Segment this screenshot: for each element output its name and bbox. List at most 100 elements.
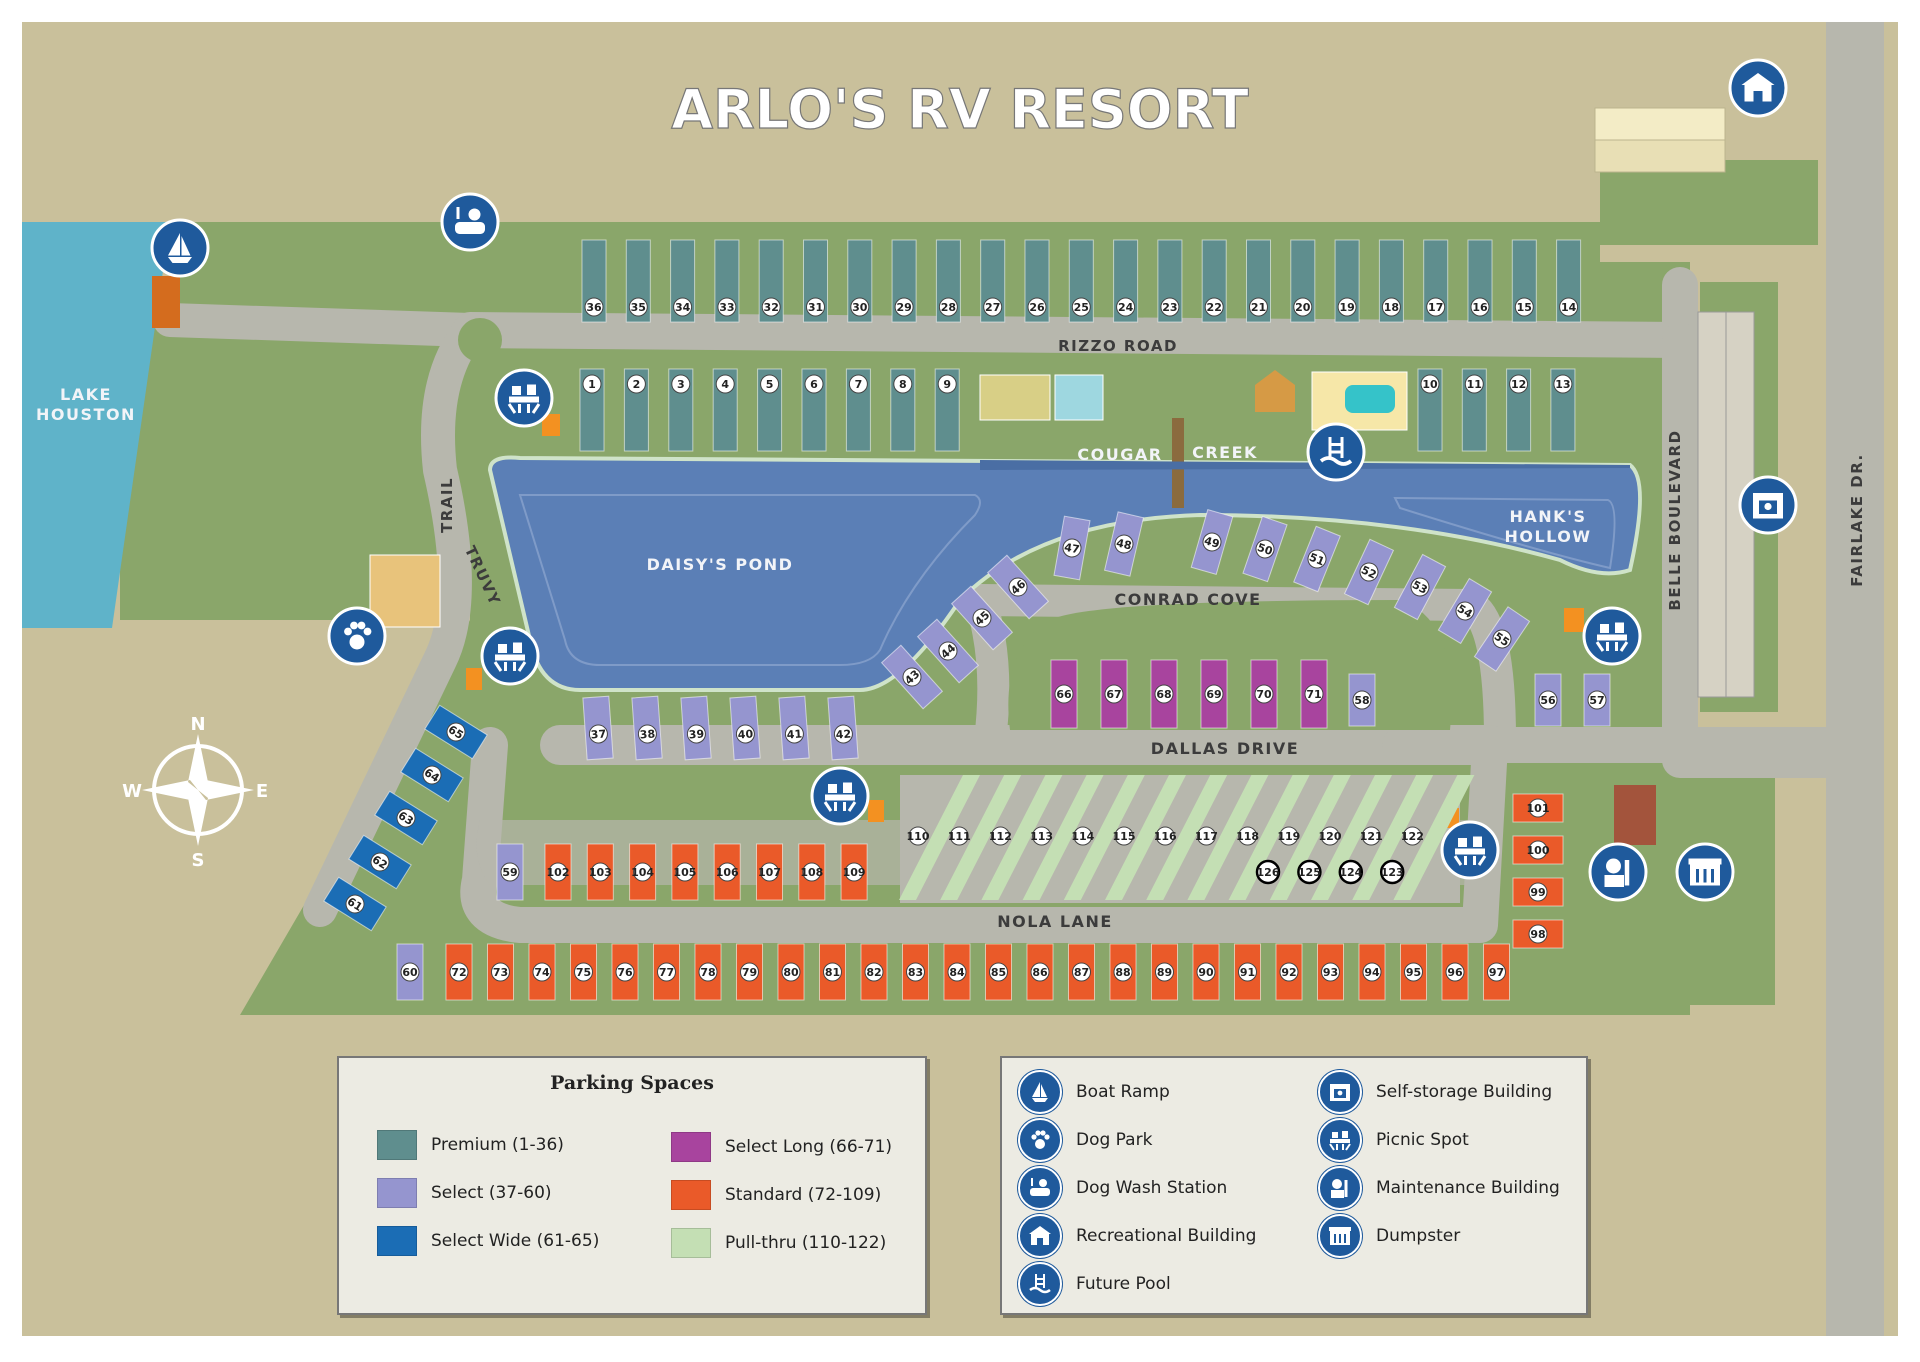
pull-thru-space[interactable]: 122	[1393, 775, 1475, 900]
parking-space[interactable]: 42	[827, 695, 859, 761]
boat-ramp-icon[interactable]	[150, 218, 210, 278]
parking-space[interactable]: 3	[668, 368, 694, 452]
parking-space[interactable]: 72	[445, 943, 473, 1001]
parking-space[interactable]: 28	[935, 239, 961, 323]
parking-space[interactable]: 80	[777, 943, 805, 1001]
parking-space[interactable]: 85	[985, 943, 1012, 1001]
parking-space[interactable]: 104	[629, 843, 657, 901]
parking-space[interactable]: 77	[653, 943, 680, 1001]
parking-space[interactable]: 101	[1512, 793, 1564, 823]
parking-space[interactable]: 61	[323, 876, 387, 932]
parking-space[interactable]: 36	[581, 239, 607, 323]
parking-space[interactable]: 30	[847, 239, 873, 323]
parking-space[interactable]: 62	[348, 834, 412, 890]
parking-space[interactable]: 69	[1200, 659, 1228, 729]
parking-space[interactable]: 50	[1242, 515, 1288, 583]
parking-space[interactable]: 53	[1393, 553, 1447, 621]
parking-space[interactable]: 37	[582, 695, 614, 761]
parking-space[interactable]: 63	[374, 790, 438, 846]
picnic-icon[interactable]	[494, 368, 554, 428]
parking-space[interactable]: 124	[1338, 859, 1364, 885]
parking-space[interactable]: 81	[819, 943, 846, 1001]
parking-space[interactable]: 1	[579, 368, 605, 452]
parking-space[interactable]: 31	[803, 239, 828, 323]
parking-space[interactable]: 5	[757, 368, 783, 452]
parking-space[interactable]: 4	[712, 368, 738, 452]
parking-space[interactable]: 103	[586, 843, 614, 901]
parking-space[interactable]: 24	[1113, 239, 1139, 323]
parking-space[interactable]: 95	[1400, 943, 1427, 1001]
parking-space[interactable]: 25	[1068, 239, 1094, 323]
pull-thru-space[interactable]: 120	[1311, 775, 1392, 900]
future-pool-icon[interactable]	[1306, 422, 1366, 482]
picnic-icon[interactable]	[810, 766, 870, 826]
pull-thru-space[interactable]: 114	[1063, 775, 1145, 900]
parking-space[interactable]: 2	[623, 368, 649, 452]
maintenance-icon[interactable]	[1588, 842, 1648, 902]
parking-space[interactable]: 18	[1378, 239, 1404, 323]
parking-space[interactable]: 46	[986, 554, 1050, 620]
parking-space[interactable]: 22	[1201, 239, 1227, 323]
parking-space[interactable]: 6	[801, 368, 827, 452]
parking-space[interactable]: 106	[713, 843, 741, 901]
parking-space[interactable]: 16	[1467, 239, 1493, 323]
dog-park-icon[interactable]	[327, 606, 387, 666]
parking-space[interactable]: 92	[1275, 943, 1303, 1001]
parking-space[interactable]: 65	[424, 704, 488, 760]
parking-space[interactable]: 73	[487, 943, 514, 1001]
parking-space[interactable]: 47	[1053, 515, 1091, 581]
parking-space[interactable]: 8	[890, 368, 916, 452]
parking-space[interactable]: 94	[1358, 943, 1386, 1001]
parking-space[interactable]: 55	[1473, 606, 1531, 672]
pull-thru-space[interactable]: 118	[1228, 775, 1310, 900]
parking-space[interactable]: 98	[1512, 919, 1564, 949]
pull-thru-space[interactable]: 112	[981, 775, 1063, 900]
pull-thru-space[interactable]: 113	[1022, 775, 1104, 900]
parking-space[interactable]: 12	[1506, 368, 1532, 452]
parking-space[interactable]: 93	[1317, 943, 1344, 1001]
pull-thru-space[interactable]: 117	[1187, 775, 1269, 900]
parking-space[interactable]: 86	[1026, 943, 1054, 1001]
parking-space[interactable]: 52	[1343, 538, 1395, 606]
parking-space[interactable]: 15	[1511, 239, 1537, 323]
parking-space[interactable]: 64	[400, 747, 464, 803]
parking-space[interactable]: 59	[496, 843, 524, 901]
parking-space[interactable]: 83	[902, 943, 929, 1001]
pull-thru-space[interactable]: 119	[1269, 775, 1351, 900]
parking-space[interactable]: 82	[860, 943, 888, 1001]
parking-space[interactable]: 71	[1300, 659, 1328, 729]
parking-space[interactable]: 108	[798, 843, 826, 901]
parking-space[interactable]: 105	[671, 843, 699, 901]
parking-space[interactable]: 43	[880, 644, 944, 710]
parking-space[interactable]: 40	[729, 695, 761, 761]
parking-space[interactable]: 49	[1190, 508, 1234, 576]
parking-space[interactable]: 76	[611, 943, 639, 1001]
parking-space[interactable]: 39	[680, 695, 712, 761]
parking-space[interactable]: 35	[625, 239, 651, 323]
parking-space[interactable]: 90	[1192, 943, 1220, 1001]
parking-space[interactable]: 84	[943, 943, 971, 1001]
parking-space[interactable]: 26	[1024, 239, 1050, 323]
parking-space[interactable]: 67	[1100, 659, 1128, 729]
parking-space[interactable]: 33	[714, 239, 740, 323]
parking-space[interactable]: 68	[1150, 659, 1178, 729]
parking-space[interactable]: 20	[1290, 239, 1316, 323]
parking-space[interactable]: 41	[778, 695, 810, 761]
recreational-building-icon[interactable]	[1728, 58, 1788, 118]
parking-space[interactable]: 19	[1334, 239, 1360, 323]
parking-space[interactable]: 11	[1461, 368, 1487, 452]
parking-space[interactable]: 56	[1534, 673, 1562, 727]
parking-space[interactable]: 107	[756, 843, 783, 901]
parking-space[interactable]: 88	[1109, 943, 1137, 1001]
parking-space[interactable]: 54	[1437, 577, 1493, 645]
parking-space[interactable]: 125	[1297, 859, 1322, 885]
parking-space[interactable]: 91	[1234, 943, 1261, 1001]
parking-space[interactable]: 21	[1246, 239, 1271, 323]
parking-space[interactable]: 60	[396, 943, 424, 1001]
parking-space[interactable]: 23	[1157, 239, 1183, 323]
parking-space[interactable]: 10	[1417, 368, 1443, 452]
parking-space[interactable]: 75	[570, 943, 597, 1001]
parking-space[interactable]: 14	[1556, 239, 1582, 323]
pull-thru-space[interactable]: 115	[1105, 775, 1186, 900]
parking-space[interactable]: 34	[670, 239, 696, 323]
